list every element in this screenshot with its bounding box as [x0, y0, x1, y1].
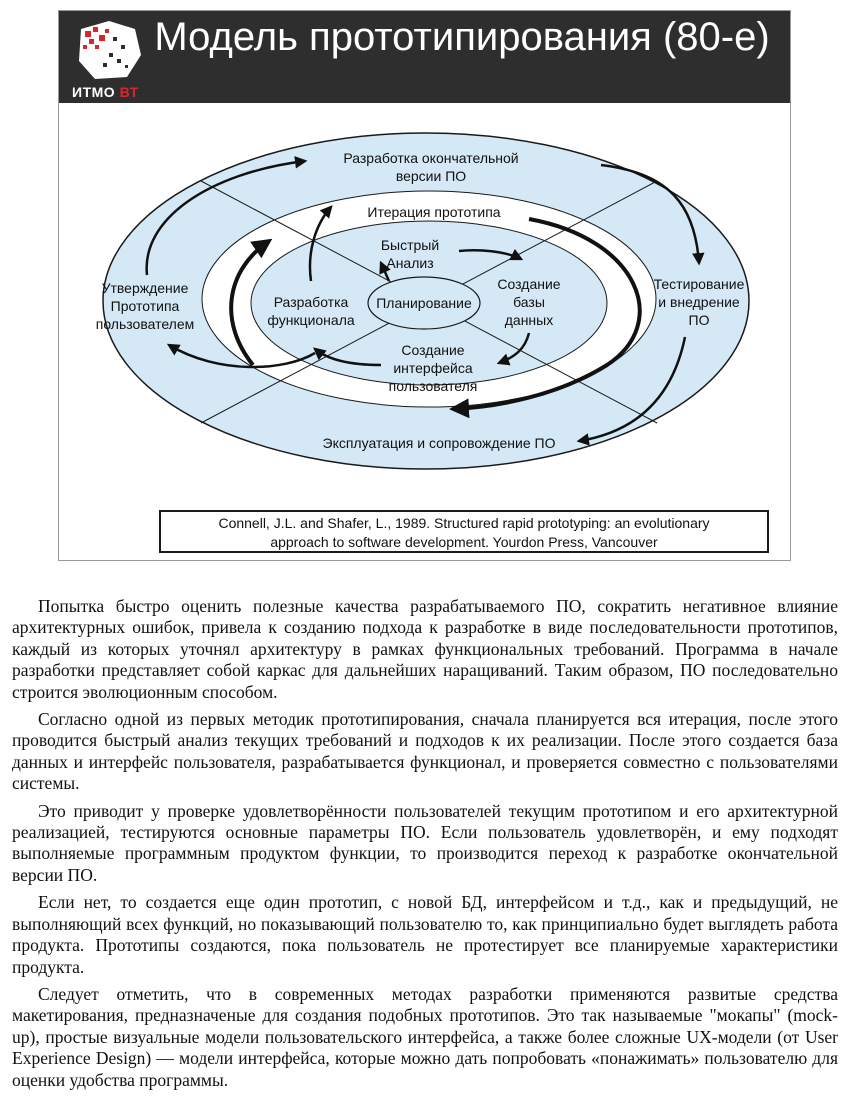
- ring-arrows: [229, 217, 642, 419]
- paragraph: Это приводит у проверке удовлетворённост…: [12, 800, 838, 885]
- outer-right-label: Тестирование: [654, 276, 745, 292]
- slide-header: ИТМО ВТ Модель прототипирования (80-е): [59, 11, 790, 103]
- outer-bottom-label: Эксплуатация и сопровождение ПО: [323, 435, 556, 451]
- outer-arrows: [145, 156, 705, 446]
- inner-arrows: [308, 205, 531, 367]
- slide-title: Модель прототипирования (80-е): [154, 15, 770, 59]
- paragraph: Согласно одной из первых методик прототи…: [12, 709, 838, 794]
- outer-top-label-2: версии ПО: [396, 168, 466, 184]
- inner-bottom-label: Создание: [401, 342, 464, 358]
- slide: ИТМО ВТ Модель прототипирования (80-е): [58, 10, 791, 561]
- outer-left-label: Утверждение: [102, 280, 189, 296]
- prototyping-diagram: Разработка окончательной версии ПО Утвер…: [96, 132, 750, 470]
- ring-top-label: Итерация прототипа: [367, 204, 500, 220]
- inner-left-label-2: функционала: [267, 312, 355, 328]
- inner-top-label: Быстрый: [381, 237, 439, 253]
- inner-top-label-2: Анализ: [386, 255, 433, 271]
- outer-left-label-3: пользователем: [96, 316, 195, 332]
- citation-box: Connell, J.L. and Shafer, L., 1989. Stru…: [159, 510, 769, 553]
- inner-right-label-2: базы: [513, 294, 545, 310]
- center-label: Планирование: [376, 295, 472, 311]
- paragraph: Следует отметить, что в современных мето…: [12, 983, 838, 1090]
- outer-right-label-2: и внедрение: [658, 294, 740, 310]
- inner-bottom-label-2: интерфейса: [393, 360, 473, 376]
- center-ellipse: [367, 276, 481, 330]
- inner-right-label-3: данных: [505, 312, 553, 328]
- paragraph: Попытка быстро оценить полезные качества…: [12, 596, 838, 702]
- logo-text: ИТМО ВТ: [72, 84, 139, 100]
- citation-line-1: Connell, J.L. and Shafer, L., 1989. Stru…: [218, 515, 710, 531]
- outer-left-label-2: Прототипа: [111, 298, 180, 314]
- inner-bottom-label-3: пользователя: [389, 378, 478, 394]
- citation-line-2: approach to software development. Yourdo…: [270, 534, 658, 550]
- itmo-logo-icon: [79, 21, 141, 79]
- inner-right-label: Создание: [497, 276, 560, 292]
- inner-left-label: Разработка: [274, 294, 349, 310]
- document-body: Попытка быстро оценить полезные качества…: [12, 596, 838, 1097]
- paragraph: Если нет, то создается еще один прототип…: [12, 892, 838, 977]
- outer-right-label-3: ПО: [689, 312, 710, 328]
- outer-top-label: Разработка окончательной: [343, 150, 518, 166]
